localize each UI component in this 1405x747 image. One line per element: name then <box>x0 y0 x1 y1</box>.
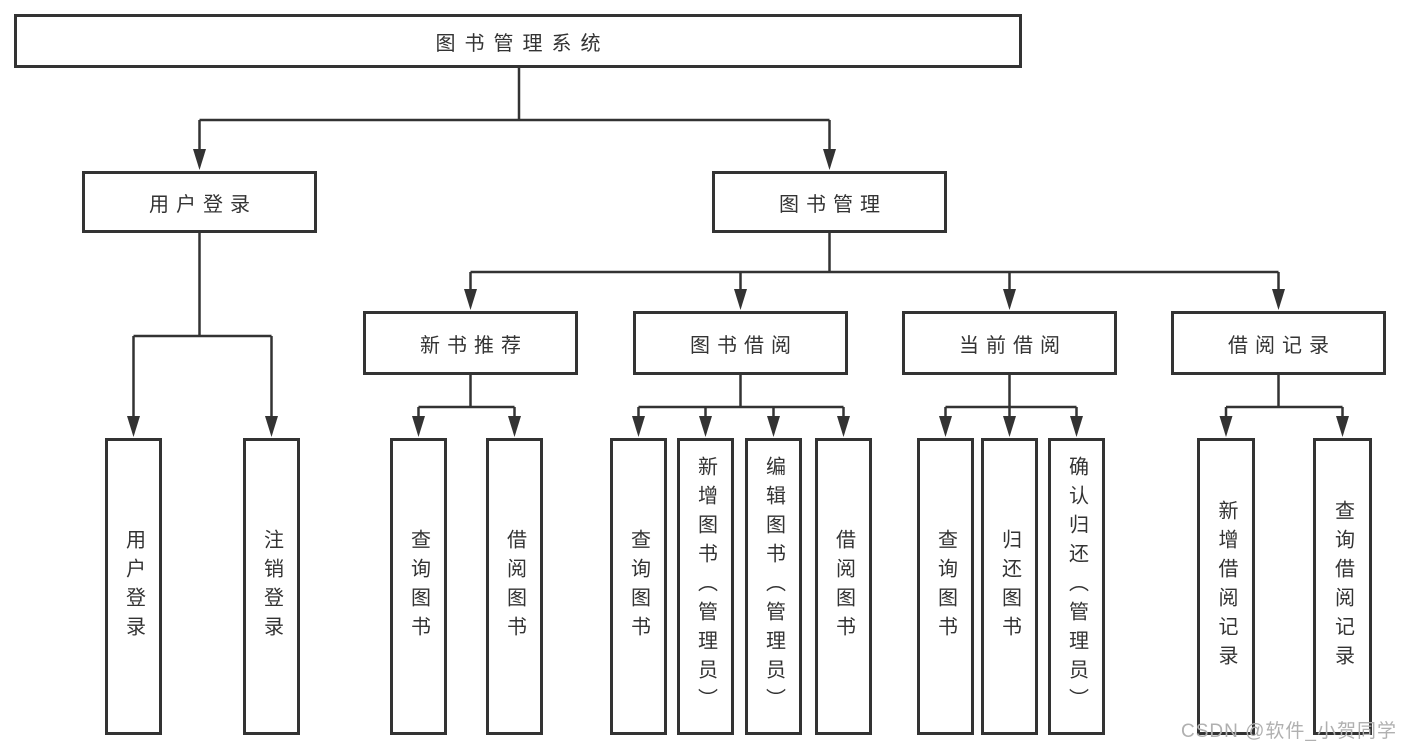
leaf-logout: 注销登录 <box>243 438 300 735</box>
leaf-label: 新增借阅记录 <box>1215 499 1237 674</box>
leaf-query-borrow-record: 查询借阅记录 <box>1313 438 1372 735</box>
arrowhead-icon <box>412 416 425 437</box>
node-user-login: 用户登录 <box>82 171 317 233</box>
arrowhead-icon <box>939 416 952 437</box>
node-borrowing-records: 借阅记录 <box>1171 311 1386 375</box>
leaf-label: 用户登录 <box>122 528 145 645</box>
arrowhead-icon <box>508 416 521 437</box>
node-current-borrowing: 当前借阅 <box>902 311 1117 375</box>
csdn-watermark: CSDN @软件_小贺同学 <box>1181 721 1397 742</box>
arrowhead-icon <box>1003 416 1016 437</box>
node-library-management-system: 图书管理系统 <box>14 14 1022 68</box>
arrowhead-icon <box>127 416 140 437</box>
arrowhead-icon <box>823 149 836 170</box>
leaf-label: 查询图书 <box>627 528 650 645</box>
leaf-user-login: 用户登录 <box>105 438 162 735</box>
leaf-borrow-books-recommend: 借阅图书 <box>486 438 543 735</box>
arrowhead-icon <box>734 289 747 310</box>
leaf-query-books-current: 查询图书 <box>917 438 974 735</box>
node-book-borrowing: 图书借阅 <box>633 311 848 375</box>
leaf-label: 编辑图书（管理员） <box>762 456 785 717</box>
leaf-label: 新增图书（管理员） <box>694 456 717 717</box>
arrowhead-icon <box>1003 289 1016 310</box>
arrowhead-icon <box>1070 416 1083 437</box>
leaf-query-books-recommend: 查询图书 <box>390 438 447 735</box>
arrowhead-icon <box>1336 416 1349 437</box>
leaf-label: 借阅图书 <box>503 528 526 645</box>
arrowhead-icon <box>464 289 477 310</box>
arrowhead-icon <box>767 416 780 437</box>
leaf-label: 查询图书 <box>934 528 957 645</box>
arrowhead-icon <box>1272 289 1285 310</box>
node-new-book-recommendation: 新书推荐 <box>363 311 578 375</box>
leaf-add-book-admin: 新增图书（管理员） <box>677 438 734 735</box>
leaf-edit-book-admin: 编辑图书（管理员） <box>745 438 802 735</box>
leaf-query-books-borrowing: 查询图书 <box>610 438 667 735</box>
leaf-confirm-return-admin: 确认归还（管理员） <box>1048 438 1105 735</box>
leaf-label: 注销登录 <box>260 528 283 645</box>
arrowhead-icon <box>1219 416 1233 437</box>
arrowhead-icon <box>265 416 278 437</box>
leaf-label: 借阅图书 <box>832 528 855 645</box>
leaf-label: 确认归还（管理员） <box>1065 456 1088 717</box>
leaf-label: 归还图书 <box>998 528 1021 645</box>
leaf-add-borrow-record: 新增借阅记录 <box>1197 438 1255 735</box>
arrowheads <box>127 149 1349 437</box>
arrowhead-icon <box>632 416 645 437</box>
arrowhead-icon <box>699 416 712 437</box>
leaf-label: 查询借阅记录 <box>1331 499 1354 674</box>
arrowhead-icon <box>193 149 206 170</box>
node-book-management: 图书管理 <box>712 171 947 233</box>
leaf-label: 查询图书 <box>407 528 430 645</box>
leaf-return-books: 归还图书 <box>981 438 1038 735</box>
leaf-borrow-books-borrowing: 借阅图书 <box>815 438 872 735</box>
arrowhead-icon <box>837 416 850 437</box>
